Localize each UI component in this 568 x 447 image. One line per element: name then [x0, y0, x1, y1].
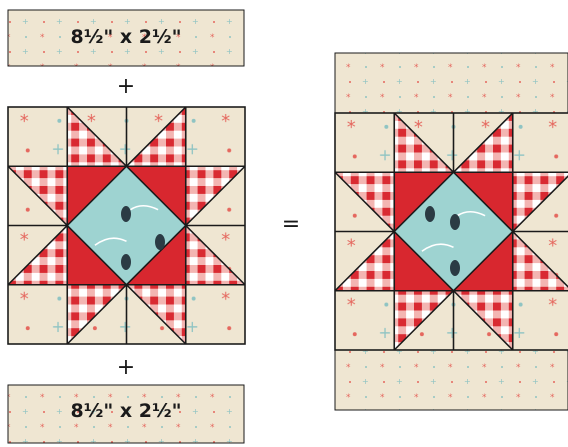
equals-sign: =	[281, 212, 301, 237]
bottom-strip	[7, 384, 245, 444]
plus-top: +	[116, 74, 136, 99]
finished-block	[334, 52, 568, 411]
top-strip-label: 8½" x 2½"	[70, 26, 182, 48]
top-strip	[7, 9, 245, 67]
plus-bottom: +	[116, 355, 136, 380]
bottom-strip-label: 8½" x 2½"	[70, 400, 182, 422]
penguin-icon	[121, 206, 460, 276]
left-star-block	[7, 106, 246, 345]
